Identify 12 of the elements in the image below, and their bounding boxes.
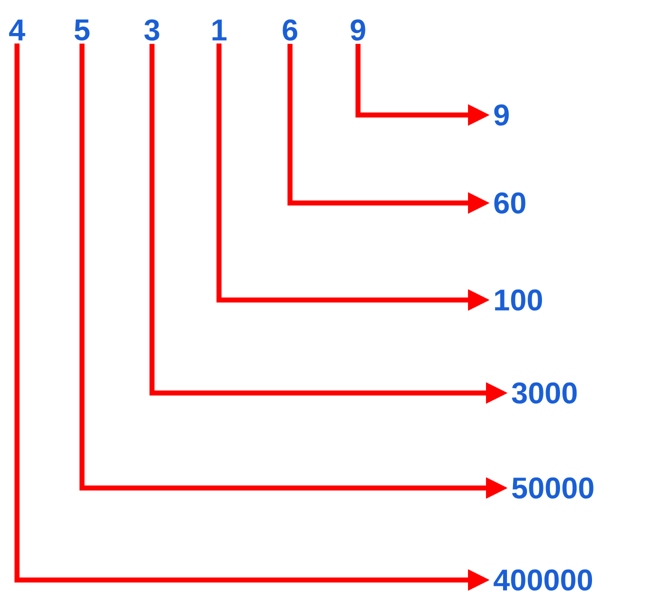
place-value-label: 400000 (494, 569, 592, 591)
place-value-label: 60 (494, 192, 526, 214)
digit-label: 6 (282, 19, 298, 41)
digit-label: 4 (9, 20, 26, 40)
digit-label: 3 (144, 19, 160, 41)
digit-label: 5 (74, 20, 90, 40)
digit-label: 1 (212, 20, 227, 40)
place-value-label: 3000 (512, 382, 577, 404)
place-value-label: 9 (494, 104, 509, 126)
place-value-label: 100 (495, 289, 542, 311)
place-value-label: 50000 (512, 477, 594, 499)
digit-label: 9 (350, 19, 366, 41)
